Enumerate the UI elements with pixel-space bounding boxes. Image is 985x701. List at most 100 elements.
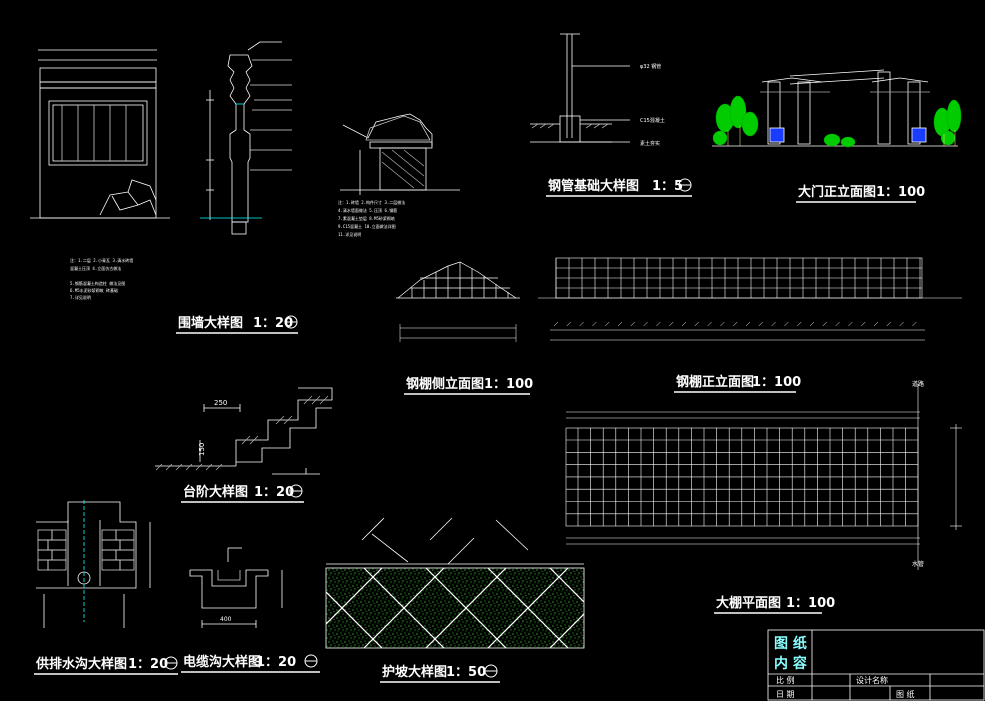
svg-text:注：1.砖墙 2.构件尺寸 3.二层做法: 注：1.砖墙 2.构件尺寸 3.二层做法 [338,199,405,205]
pipe-foundation-labels: φ32 钢管 C15混凝土 素土夯实 [640,63,665,147]
svg-text:7.素混凝土垫层 8.M5砂浆砌筑: 7.素混凝土垫层 8.M5砂浆砌筑 [338,215,395,221]
shed-side-dim [399,324,517,342]
slope-title-text: 护坡大样图 [382,664,447,680]
grid-line [326,591,383,648]
shed-front-dim [550,321,925,341]
pipe-title-text: 钢管基础大样图 [548,178,639,194]
grid-line [745,321,751,327]
cable-title-scale: 1：20 [256,655,296,670]
grid-line [592,321,597,327]
plan-title-scale: 1：100 [786,596,835,611]
slope-protection-detail [325,517,585,649]
grid-line [566,321,571,327]
grid-line [617,321,623,327]
gate-trees [712,95,962,148]
tb-content-line2: 内 容 [774,655,807,672]
shed-side-title: 钢棚侧立面图 1：100 [404,376,533,395]
grid-line [720,321,725,327]
step-width-label: 250 [214,399,227,407]
grid-line [553,321,559,327]
grid-line [669,321,674,327]
svg-text:注：1.二层 2.小青瓦 3.清水砖墙: 注：1.二层 2.小青瓦 3.清水砖墙 [70,257,133,263]
svg-text:11.详见说明: 11.详见说明 [338,231,361,237]
grid-line [809,321,815,327]
svg-text:5.钢筋混凝土构造柱 做法见图: 5.钢筋混凝土构造柱 做法见图 [70,280,125,286]
step-dims: 250 150 [198,399,227,456]
plan-title-text: 大棚平面图 [716,595,781,611]
plan-title: 大棚平面图 1：100 [714,595,835,614]
step-height-label: 150 [198,443,206,456]
grid-line [630,321,635,327]
svg-text:9.C15混凝土 10.立面做法详图: 9.C15混凝土 10.立面做法详图 [338,223,396,229]
grid-line [707,321,712,327]
drain-title-text: 供排水沟大样图 [35,656,127,672]
grid-line [425,568,507,648]
grid-line [873,321,879,327]
drain-title: 供排水沟大样图 1：20 [34,656,178,675]
side-title-text: 钢棚侧立面图 [406,376,484,392]
title-block [767,629,985,701]
grid-line [681,321,687,327]
grid-line [861,321,866,327]
drain-detail [36,500,151,628]
pipe-base-label: C15混凝土 [640,117,665,124]
pipe-soil-label: 素土夯实 [640,140,660,147]
pipe-title: 钢管基础大样图 1：5 [546,178,692,197]
grid-line [848,321,853,327]
grid-line [822,321,827,327]
tb-date-label: 日 期 [776,690,795,699]
title-block-text: 图 纸 内 容 比 例 设计名称 日 期 图 纸 [774,635,915,699]
grid-line [912,321,917,327]
svg-text:4.清水墙面做法 5.压顶 6.钢筋: 4.清水墙面做法 5.压顶 6.钢筋 [338,207,397,213]
plan-road-label: 道路 [912,380,924,388]
grid-line [899,321,904,327]
wall-column-section [340,113,460,195]
tb-drawing-label: 图 纸 [896,689,915,699]
wall-elevation [30,49,170,219]
grid-line [784,321,789,327]
pipe-title-scale: 1：5 [652,179,683,194]
cable-title-text: 电缆沟大样图 [183,654,261,670]
cable-dims: 400 [220,616,232,623]
svg-text:7.详见说明: 7.详见说明 [70,294,91,300]
grid-line [694,321,699,327]
shed-plan [565,384,962,570]
svg-text:混凝土压顶 4.立面仿古做法: 混凝土压顶 4.立面仿古做法 [70,265,121,271]
cable-trench-detail [189,547,283,628]
shed-plan-labels: 道路 水管 [912,380,924,568]
front-title-text: 钢棚正立面图 [676,374,754,390]
gate-title-scale: 1：100 [876,185,925,200]
gate-title: 大门正立面图 1：100 [796,184,925,203]
grid-line [487,568,569,648]
grid-line [886,321,891,327]
side-title-scale: 1：100 [484,377,533,392]
grid-line [549,568,584,603]
shed-front-title: 钢棚正立面图 1：100 [674,374,801,393]
grid-line [797,321,802,327]
wall-section [200,41,292,235]
slope-title-scale: 1：50 [446,665,486,680]
wall-title-text: 围墙大样图 [178,315,243,331]
grid-line [643,321,648,327]
gate-elevation [712,69,958,147]
step-detail [155,387,333,475]
grid-line [656,321,661,327]
gate-title-text: 大门正立面图 [798,184,876,200]
svg-text:6.M5水泥砂浆砌筑 砖基础: 6.M5水泥砂浆砌筑 砖基础 [70,287,118,293]
cable-title: 电缆沟大样图 1：20 [181,654,320,673]
shed-side-elevation [396,261,520,299]
tb-design-name-label: 设计名称 [856,675,888,685]
grid-line [549,613,584,648]
wall-title-scale: 1：20 [253,316,293,331]
plan-water-label: 水管 [912,560,924,568]
grid-line [835,321,840,327]
pipe-foundation-detail [530,33,630,143]
pipe-dia-label: φ32 钢管 [640,63,661,70]
grid-line [758,321,763,327]
shed-front-elevation [538,257,962,299]
cable-width-label: 400 [220,616,232,623]
tb-scale-label: 比 例 [776,675,795,685]
slope-title: 护坡大样图 1：50 [380,664,500,683]
grid-line [363,568,445,648]
